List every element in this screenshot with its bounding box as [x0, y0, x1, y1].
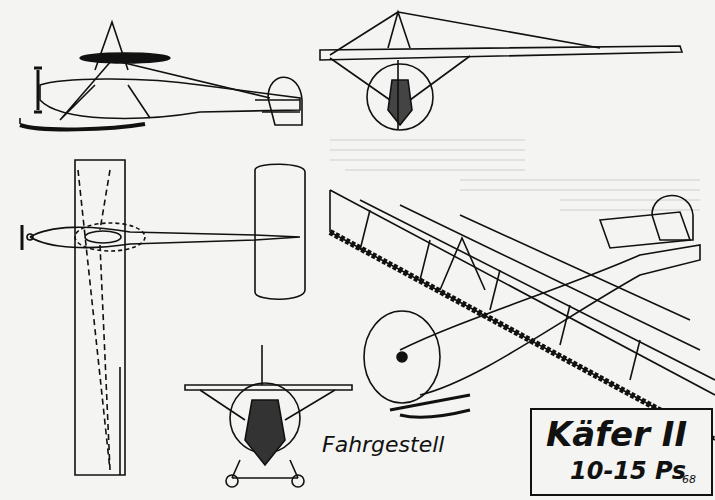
title-box: Käfer II 10-15 Ps68	[530, 408, 713, 496]
aircraft-name: Käfer II	[546, 416, 687, 452]
front-view	[320, 12, 682, 130]
engine-power: 10-15 Ps	[570, 458, 686, 484]
background-text-lines	[330, 140, 700, 210]
page-number: 68	[682, 474, 696, 486]
plan-view	[22, 160, 305, 475]
side-view	[20, 22, 302, 129]
view-label: Fahrgestell	[322, 432, 444, 457]
undercarriage-view	[185, 345, 352, 487]
perspective-view	[330, 190, 715, 440]
